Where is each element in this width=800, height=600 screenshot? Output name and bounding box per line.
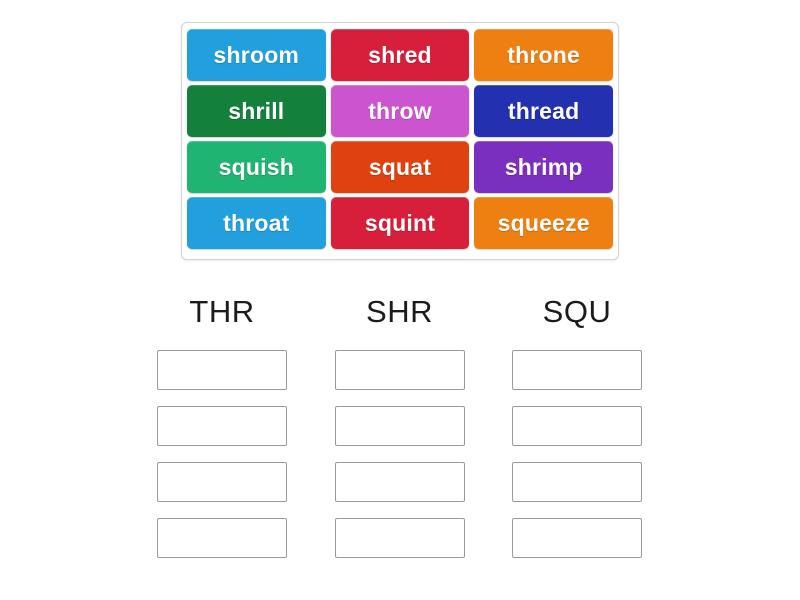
word-tile[interactable]: shroom	[187, 29, 326, 81]
category-column-thr: THR	[157, 292, 287, 558]
drop-slot[interactable]	[157, 350, 287, 390]
drop-slot[interactable]	[334, 518, 465, 558]
category-column-squ: SQU	[512, 292, 642, 558]
drop-slot[interactable]	[512, 350, 642, 390]
drop-slot[interactable]	[334, 406, 465, 446]
word-tile[interactable]: shrimp	[474, 141, 613, 193]
word-tile[interactable]: throw	[330, 85, 470, 137]
word-tile[interactable]: squint	[330, 197, 470, 249]
drop-slot[interactable]	[334, 350, 465, 390]
word-tile[interactable]: shred	[330, 29, 470, 81]
word-tile[interactable]: squeeze	[474, 197, 613, 249]
category-title: THR	[189, 294, 255, 329]
word-tile[interactable]: squat	[330, 141, 470, 193]
word-tile[interactable]: throne	[474, 29, 613, 81]
drop-slot[interactable]	[512, 462, 642, 502]
word-tile[interactable]: squish	[187, 141, 326, 193]
drop-slot[interactable]	[334, 462, 465, 502]
category-column-shr: SHR	[334, 292, 465, 558]
drop-slot[interactable]	[157, 406, 287, 446]
word-tile[interactable]: throat	[187, 197, 326, 249]
drop-slot[interactable]	[157, 518, 287, 558]
category-columns: THR SHR SQU	[157, 292, 642, 558]
category-title: SQU	[542, 294, 612, 329]
category-title: SHR	[366, 294, 433, 329]
drop-slot[interactable]	[157, 462, 287, 502]
word-tile[interactable]: thread	[474, 85, 613, 137]
drop-slot[interactable]	[512, 406, 642, 446]
word-tile[interactable]: shrill	[187, 85, 326, 137]
drop-slot[interactable]	[512, 518, 642, 558]
